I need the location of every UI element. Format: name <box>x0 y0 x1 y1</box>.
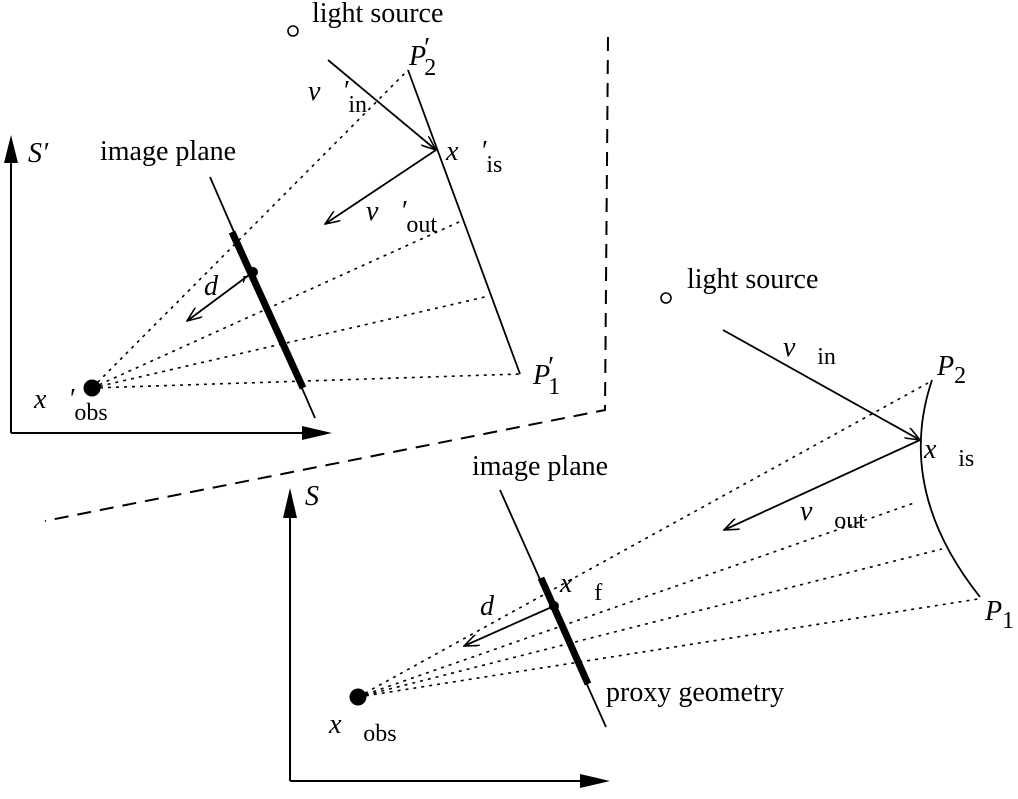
x-obs-label: x⃗obs <box>328 709 397 747</box>
p1-label: P1 <box>984 596 1014 634</box>
observer-point <box>349 688 367 706</box>
x-f-sub: f <box>594 580 602 606</box>
axis-horizontal-arrowhead <box>580 774 610 788</box>
p2-prime-main: P <box>408 41 426 72</box>
v-out-sub: out <box>834 508 865 534</box>
ray-prime-2 <box>91 221 460 389</box>
v-in-main: v⃗ <box>783 332 817 363</box>
v-in-label: v⃗in <box>783 332 836 370</box>
p2-prime-label: P′2 <box>408 33 436 81</box>
axis-label: S <box>305 481 319 512</box>
light-source-prime-label: light source <box>312 0 443 29</box>
x-obs-main: x⃗ <box>328 709 363 740</box>
proxy-geometry-label: proxy geometry <box>606 677 784 708</box>
v-in-prime-main: v⃗′ <box>308 76 349 107</box>
axis-prime-vertical-arrowhead <box>4 135 18 163</box>
scene: light source image plane proxy geometry … <box>283 264 1014 788</box>
x-obs-prime-sub: obs <box>74 400 107 426</box>
ray-4 <box>357 598 979 698</box>
x-is-prime-label: x⃗′is <box>445 136 502 178</box>
surface-prime <box>407 69 521 375</box>
p1-main: P <box>984 596 1002 627</box>
x-is-label: x⃗is <box>923 434 974 472</box>
v-in-prime-arrow <box>327 59 436 150</box>
x-f-point <box>549 601 559 611</box>
dashed-separator <box>44 36 609 522</box>
x-obs-prime-main: x⃗′ <box>33 384 75 415</box>
surface-curve <box>919 379 981 598</box>
x-is-prime-sub: is <box>486 152 502 178</box>
p2-sub: 2 <box>954 363 966 389</box>
v-out-prime-main: v⃗′ <box>366 196 407 227</box>
x-is-main: x⃗ <box>923 434 958 465</box>
p1-prime-sub: 1 <box>548 374 560 400</box>
x-obs-sub: obs <box>363 721 396 747</box>
d-label: d⃗ <box>480 591 516 622</box>
p1-prime-mark: ′ <box>548 352 554 383</box>
ray-2 <box>357 501 918 698</box>
x-obs-prime-label: x⃗′obs <box>33 384 108 426</box>
p2-label: P2 <box>936 351 966 389</box>
image-plane-prime-segment <box>228 230 307 390</box>
v-out-prime-label: v⃗′out <box>366 196 437 238</box>
ray-1 <box>357 382 929 698</box>
v-out-prime-arrow <box>325 149 437 224</box>
p2-main: P <box>936 351 954 382</box>
light-source-prime-point <box>287 25 299 37</box>
v-out-main: v⃗ <box>800 496 834 527</box>
v-out-arrow <box>724 439 921 530</box>
d-arrow <box>464 605 555 646</box>
x-is-prime-main: x⃗′ <box>445 136 487 167</box>
v-in-arrow <box>722 329 920 440</box>
scene-prime: light source image plane S′ P′2 P′1 v⃗′i… <box>4 0 560 440</box>
p2-prime-sub: 2 <box>424 55 436 81</box>
ray-prime-3 <box>91 295 490 389</box>
p1-prime-main: P <box>532 360 550 391</box>
observer-prime-point <box>83 379 101 397</box>
axis-prime-horizontal-arrowhead <box>302 426 332 440</box>
image-plane-prime-label: image plane <box>100 136 236 167</box>
light-source-point <box>660 292 672 304</box>
light-source-label: light source <box>687 264 818 295</box>
ray-prime-4 <box>91 373 521 389</box>
x-f-label: x⃗f <box>559 568 602 606</box>
p1-prime-label: P′1 <box>532 352 560 400</box>
ray-prime-1 <box>91 69 409 389</box>
v-out-prime-sub: out <box>406 212 437 238</box>
d-prime-label: d⃗′ <box>204 271 247 302</box>
v-in-sub: in <box>817 344 836 370</box>
axis-vertical-arrowhead <box>283 488 297 518</box>
axis-prime-label: S′ <box>28 138 49 169</box>
v-out-label: v⃗out <box>800 496 865 534</box>
image-plane-label: image plane <box>472 451 608 482</box>
p1-sub: 1 <box>1002 608 1014 634</box>
d-prime-arrow <box>187 271 254 321</box>
v-in-prime-label: v⃗′in <box>308 76 367 118</box>
v-in-prime-sub: in <box>348 92 367 118</box>
ray-3 <box>357 548 943 698</box>
image-plane-prime-point <box>248 267 258 277</box>
x-is-sub: is <box>958 446 974 472</box>
x-f-main: x⃗ <box>559 568 594 599</box>
image-plane-segment <box>537 576 592 686</box>
p2-prime-mark: ′ <box>424 33 430 64</box>
